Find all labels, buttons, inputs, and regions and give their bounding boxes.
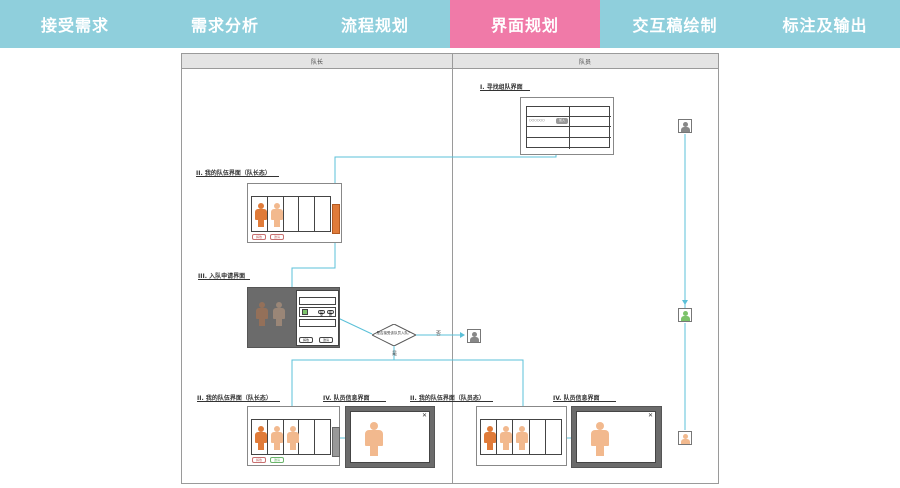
- lane-divider: [452, 54, 453, 483]
- member-slot: [284, 420, 300, 454]
- member-slots: [251, 419, 331, 455]
- invite-button[interactable]: 邀请: [270, 234, 284, 240]
- reject-button[interactable]: 拒绝: [327, 310, 334, 317]
- label-underline: [553, 401, 616, 402]
- nav-item-interaction-drafting[interactable]: 交互稿绘制: [632, 16, 718, 35]
- accept-button[interactable]: 接受: [318, 310, 325, 317]
- lane-header-leader: 队长: [182, 54, 452, 69]
- member-user-icon: [678, 119, 692, 133]
- team-table: ○○○○○○ 加入: [526, 106, 611, 149]
- label-underline: [198, 279, 250, 280]
- label-my-team-member: II. 我的队伍界面（队员态）: [410, 395, 485, 402]
- member-slot: [252, 197, 268, 231]
- disband-button[interactable]: 解散: [252, 234, 266, 240]
- join-request-panel: 接受 拒绝 解散 邀请: [296, 290, 339, 346]
- invite-button[interactable]: 邀请: [270, 457, 284, 463]
- applicant-avatar-icon: [302, 309, 308, 315]
- leader-avatar-icon: [255, 426, 267, 450]
- decision-accept-member: 是否接受该队员入队？: [372, 324, 416, 346]
- request-row: [299, 297, 336, 305]
- table-row-text: ○○○○○○: [529, 118, 545, 122]
- member-avatar-icon: [516, 426, 529, 450]
- member-slot: [268, 197, 284, 231]
- label-underline: [323, 401, 386, 402]
- member-info-frame-right: ✕: [571, 406, 662, 468]
- rejected-user-icon: [467, 329, 481, 343]
- member-avatar-icon: [270, 203, 283, 227]
- member-slot: [268, 420, 284, 454]
- join-team-button[interactable]: 加入: [556, 118, 568, 124]
- member-slot: [481, 420, 498, 454]
- disband-button[interactable]: 解散: [252, 457, 266, 463]
- member-avatar-icon: [270, 426, 283, 450]
- lane-header-member: 队员: [452, 54, 718, 69]
- member-portrait-icon: [591, 422, 609, 456]
- top-navigation: 接受需求 需求分析 流程规划 界面规划 交互稿绘制 标注及输出: [0, 0, 900, 48]
- request-row-active: 接受 拒绝: [299, 307, 336, 317]
- request-row: [299, 319, 336, 327]
- label-underline: [197, 401, 280, 402]
- table-col-divider: [569, 107, 570, 149]
- label-underline: [480, 90, 530, 91]
- nav-item-annotation-output[interactable]: 标注及输出: [782, 16, 868, 35]
- member-slot: [497, 420, 514, 454]
- close-icon[interactable]: ✕: [421, 412, 427, 419]
- nav-item-receive-requirements[interactable]: 接受需求: [40, 16, 109, 35]
- member-info-frame-left: ✕: [345, 406, 435, 468]
- panel-left-button[interactable]: 解散: [299, 337, 313, 343]
- member-slot: [252, 420, 268, 454]
- member-slot-empty: [299, 420, 316, 454]
- nav-item-ui-planning[interactable]: 界面规划: [450, 0, 600, 48]
- my-team-leader-frame-bottom: 解散 邀请: [247, 406, 340, 466]
- member-slot: [513, 420, 530, 454]
- leader-avatar-icon: [484, 426, 496, 450]
- nav-item-requirement-analysis[interactable]: 需求分析: [190, 16, 259, 35]
- label-my-team-leader-bottom: II. 我的队伍界面（队长态）: [197, 395, 272, 402]
- member-portrait-icon: [365, 422, 383, 456]
- label-my-team-leader-top: II. 我的队伍界面（队长态）: [196, 170, 271, 177]
- label-underline: [196, 176, 279, 177]
- label-underline: [410, 401, 493, 402]
- nav-item-flow-planning[interactable]: 流程规划: [340, 16, 409, 35]
- label-member-info-left: IV. 队员信息界面: [323, 395, 370, 402]
- panel-right-button[interactable]: 邀请: [319, 337, 333, 343]
- edge-label-no: 否: [436, 331, 442, 337]
- side-tab[interactable]: [332, 427, 340, 457]
- member-info-popup: ✕: [350, 411, 430, 463]
- member-slots: [480, 419, 562, 455]
- table-row-divider: [527, 116, 611, 117]
- my-team-member-frame: [476, 406, 567, 466]
- member-slot-empty: [315, 197, 330, 231]
- close-icon[interactable]: ✕: [647, 412, 653, 419]
- member-slots: [251, 196, 331, 232]
- label-find-team: I. 寻找组队界面: [480, 84, 523, 91]
- join-request-tab[interactable]: [332, 204, 340, 234]
- edge-label-yes: 是: [392, 351, 398, 357]
- label-join-request: III. 入队申请界面: [198, 273, 246, 280]
- decision-text: 是否接受该队员入队？: [376, 331, 412, 335]
- member-avatar-icon: [500, 426, 513, 450]
- applicant-user-icon: [678, 308, 692, 322]
- member-avatar-icon: [286, 426, 299, 450]
- label-member-info-right: IV. 队员信息界面: [553, 395, 600, 402]
- my-team-leader-frame-top: 解散 邀请: [247, 183, 342, 243]
- member-slot-empty: [546, 420, 561, 454]
- find-team-frame: ○○○○○○ 加入: [520, 97, 614, 155]
- member-slot-empty: [299, 197, 316, 231]
- member-slot-empty: [315, 420, 330, 454]
- member-slot-empty: [530, 420, 546, 454]
- table-row-divider: [527, 126, 611, 127]
- leader-avatar-icon: [255, 203, 267, 227]
- member-slot-empty: [284, 197, 300, 231]
- member-info-popup: ✕: [576, 411, 656, 463]
- joined-member-icon: [678, 431, 692, 445]
- table-row-divider: [527, 137, 611, 138]
- join-request-frame: 接受 拒绝 解散 邀请: [247, 287, 340, 348]
